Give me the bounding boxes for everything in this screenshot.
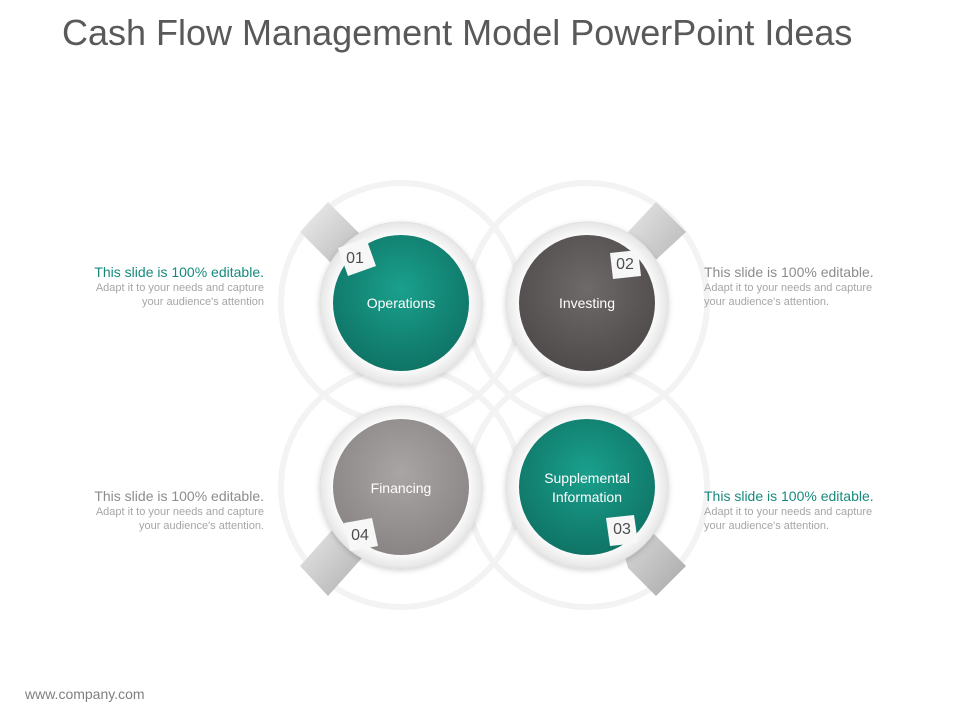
number-tag-04 <box>344 518 378 551</box>
label-supplemental-line1: Supplemental <box>544 470 630 486</box>
number-tag-03 <box>606 515 638 546</box>
note-body-line: your audience's attention. <box>138 520 264 532</box>
number-tag-02 <box>610 250 641 279</box>
number-02: 02 <box>616 256 634 273</box>
label-financing: Financing <box>370 480 432 496</box>
note-headline: This slide is 100% editable. <box>704 264 874 280</box>
label-supplemental-information: Supplemental Information <box>517 469 657 507</box>
note-body-line: your audience's attention. <box>704 520 830 532</box>
label-operations: Operations <box>366 295 436 311</box>
note-top-right: This slide is 100% editable. Adapt it to… <box>704 264 904 309</box>
note-bottom-left: This slide is 100% editable. Adapt it to… <box>64 488 264 533</box>
slide-title: Cash Flow Management Model PowerPoint Id… <box>62 12 853 53</box>
number-tag-01 <box>338 238 376 276</box>
note-headline: This slide is 100% editable. <box>94 488 264 504</box>
number-03: 03 <box>613 521 631 538</box>
note-body-line: your audience's attention. <box>704 296 830 308</box>
note-top-left: This slide is 100% editable. Adapt it to… <box>64 264 264 309</box>
note-headline: This slide is 100% editable. <box>94 264 264 280</box>
note-body-line: Adapt it to your needs and capture <box>95 506 264 518</box>
note-body-line: Adapt it to your needs and capture <box>704 282 873 294</box>
number-04: 04 <box>351 527 369 544</box>
label-investing: Investing <box>558 295 616 311</box>
note-body-line: Adapt it to your needs and capture <box>704 506 873 518</box>
label-supplemental-line2: Information <box>551 489 623 505</box>
note-bottom-right: This slide is 100% editable. Adapt it to… <box>704 488 904 533</box>
footer-url: www.company.com <box>25 686 145 702</box>
number-01: 01 <box>346 250 364 267</box>
note-body-line: Adapt it to your needs and capture <box>95 282 264 294</box>
note-body-line: your audience's attention <box>142 296 264 308</box>
note-headline: This slide is 100% editable. <box>704 488 874 504</box>
